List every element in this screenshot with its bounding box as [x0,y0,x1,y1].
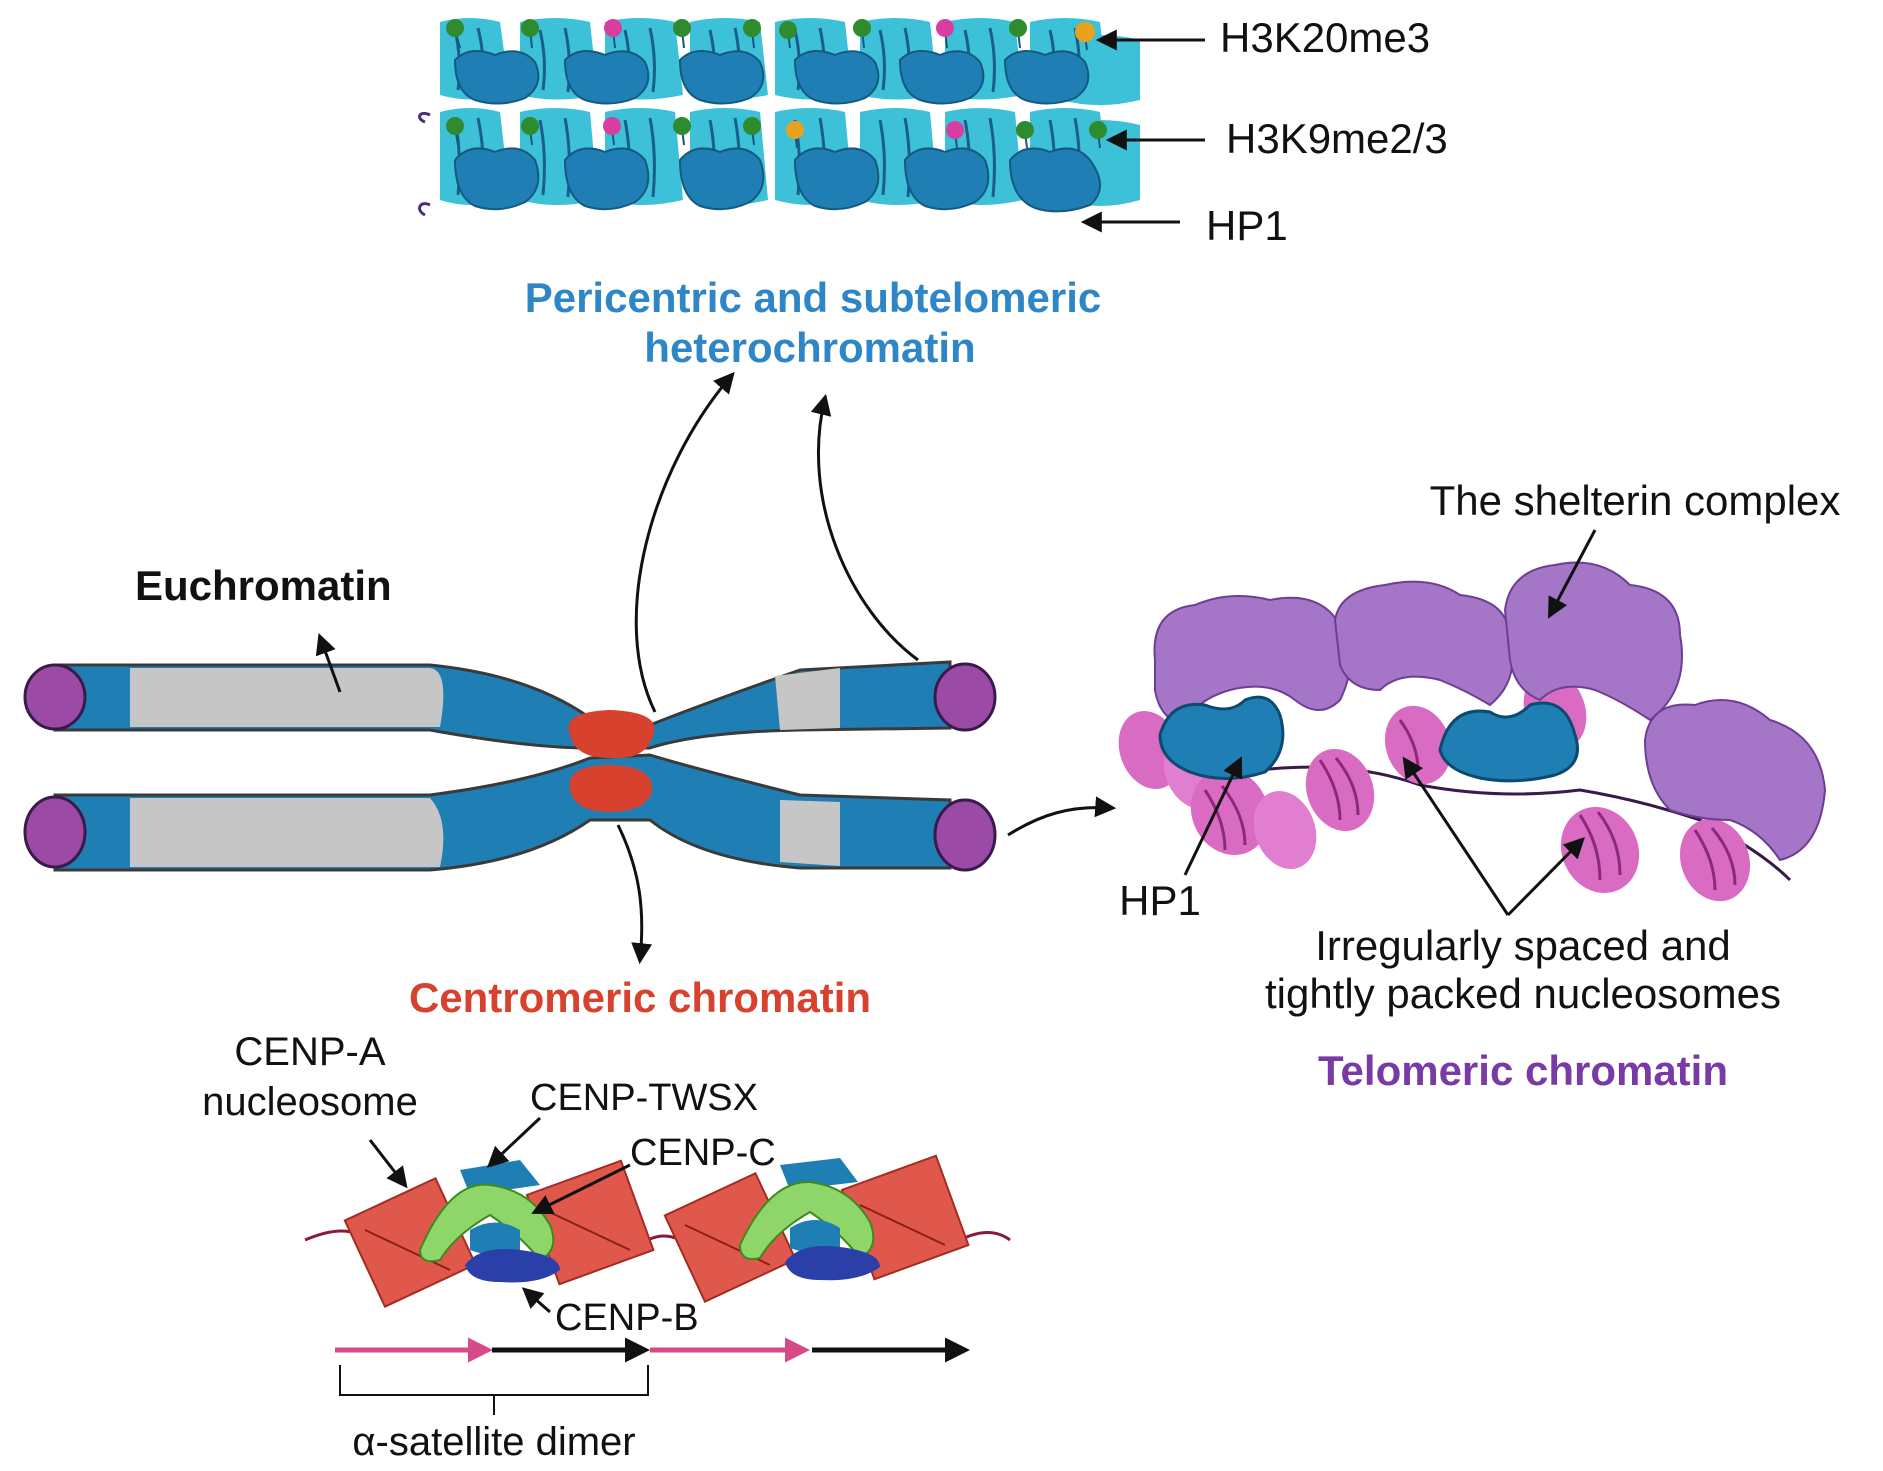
telomere-cap [933,662,997,732]
heterochromatin-fiber [418,18,1140,217]
label-euchromatin: Euchromatin [135,562,392,609]
chromosome [23,660,997,872]
label-shelterin: The shelterin complex [1430,477,1841,524]
arrow-cenp-a [368,1139,408,1189]
label-nucleosomes-line2: tightly packed nucleosomes [1265,970,1781,1017]
cenp-a-nucleosome-unit [343,1159,655,1308]
label-h3k9me: H3K9me2/3 [1226,115,1448,162]
title-heterochromatin-line2: heterochromatin [644,324,975,371]
arrow-cenp-c [531,1163,631,1214]
arrow-hp1-telomeric [1183,756,1243,876]
label-h3k20me3: H3K20me3 [1220,14,1430,61]
label-hp1-top: HP1 [1206,202,1288,249]
title-heterochromatin-line1: Pericentric and subtelomeric [525,274,1102,321]
arrow-to-telomeric [1007,796,1117,837]
arrow-nucleosome-right [1506,837,1585,917]
mark-lollipop [853,19,871,49]
mark-lollipop [743,117,761,146]
arrow-euchromatin [315,633,342,693]
mark-lollipop [946,121,964,149]
centromere [569,765,653,812]
arrow-subtelomere-to-heterochromatin [810,393,919,662]
title-telomeric: Telomeric chromatin [1318,1047,1728,1094]
hp1-row-top [453,50,1090,105]
label-cenp-twsx: CENP-TWSX [530,1077,758,1119]
centromere [568,710,655,759]
mark-lollipop [936,19,954,49]
mark-lollipop [1009,19,1027,49]
arrow-nucleosome-left [1402,756,1510,916]
histone-marks-bottom [446,117,1107,149]
telomeric-chromatin [1118,561,1827,902]
telomere-cap [933,798,997,872]
mark-lollipop [521,117,539,146]
mark-lollipop [1016,121,1034,149]
arrow-to-centromeric [616,824,653,965]
label-cenp-a-line1: CENP-A [234,1030,385,1074]
label-alpha-satellite: α-satellite dimer [352,1420,635,1464]
mark-lollipop [603,117,621,146]
label-cenp-c: CENP-C [630,1132,776,1174]
cenp-a-nucleosome-unit [663,1154,970,1303]
mark-lollipop [673,19,691,49]
telomere-cap [23,663,87,731]
label-hp1-telomeric: HP1 [1119,877,1201,924]
label-cenp-a-line2: nucleosome [202,1080,418,1124]
label-nucleosomes-line1: Irregularly spaced and [1315,922,1731,969]
histone-marks-top [446,19,1095,51]
mark-lollipop [673,117,691,146]
dimer-bracket [339,1365,649,1415]
telomeric-hp1 [1158,695,1579,783]
arrow-cenp-b [521,1287,551,1314]
hp1-row-bottom [453,147,1101,213]
mark-lollipop [786,121,804,149]
arrow-shelterin [1548,529,1597,619]
arrow-cenp-twsx [486,1116,542,1168]
mark-lollipop [743,19,761,49]
mark-lollipop [446,19,464,49]
label-cenp-b: CENP-B [555,1297,699,1339]
mark-lollipop [604,19,622,49]
mark-lollipop [1075,22,1095,51]
title-centromeric: Centromeric chromatin [409,974,871,1021]
mark-lollipop [521,19,539,49]
centromeric-chromatin [304,1154,1011,1308]
mark-lollipop [446,117,464,146]
telomere-cap [23,795,87,869]
mark-lollipop [1089,121,1107,149]
arrow-centromere-to-heterochromatin [634,371,735,713]
mark-lollipop [779,21,797,49]
